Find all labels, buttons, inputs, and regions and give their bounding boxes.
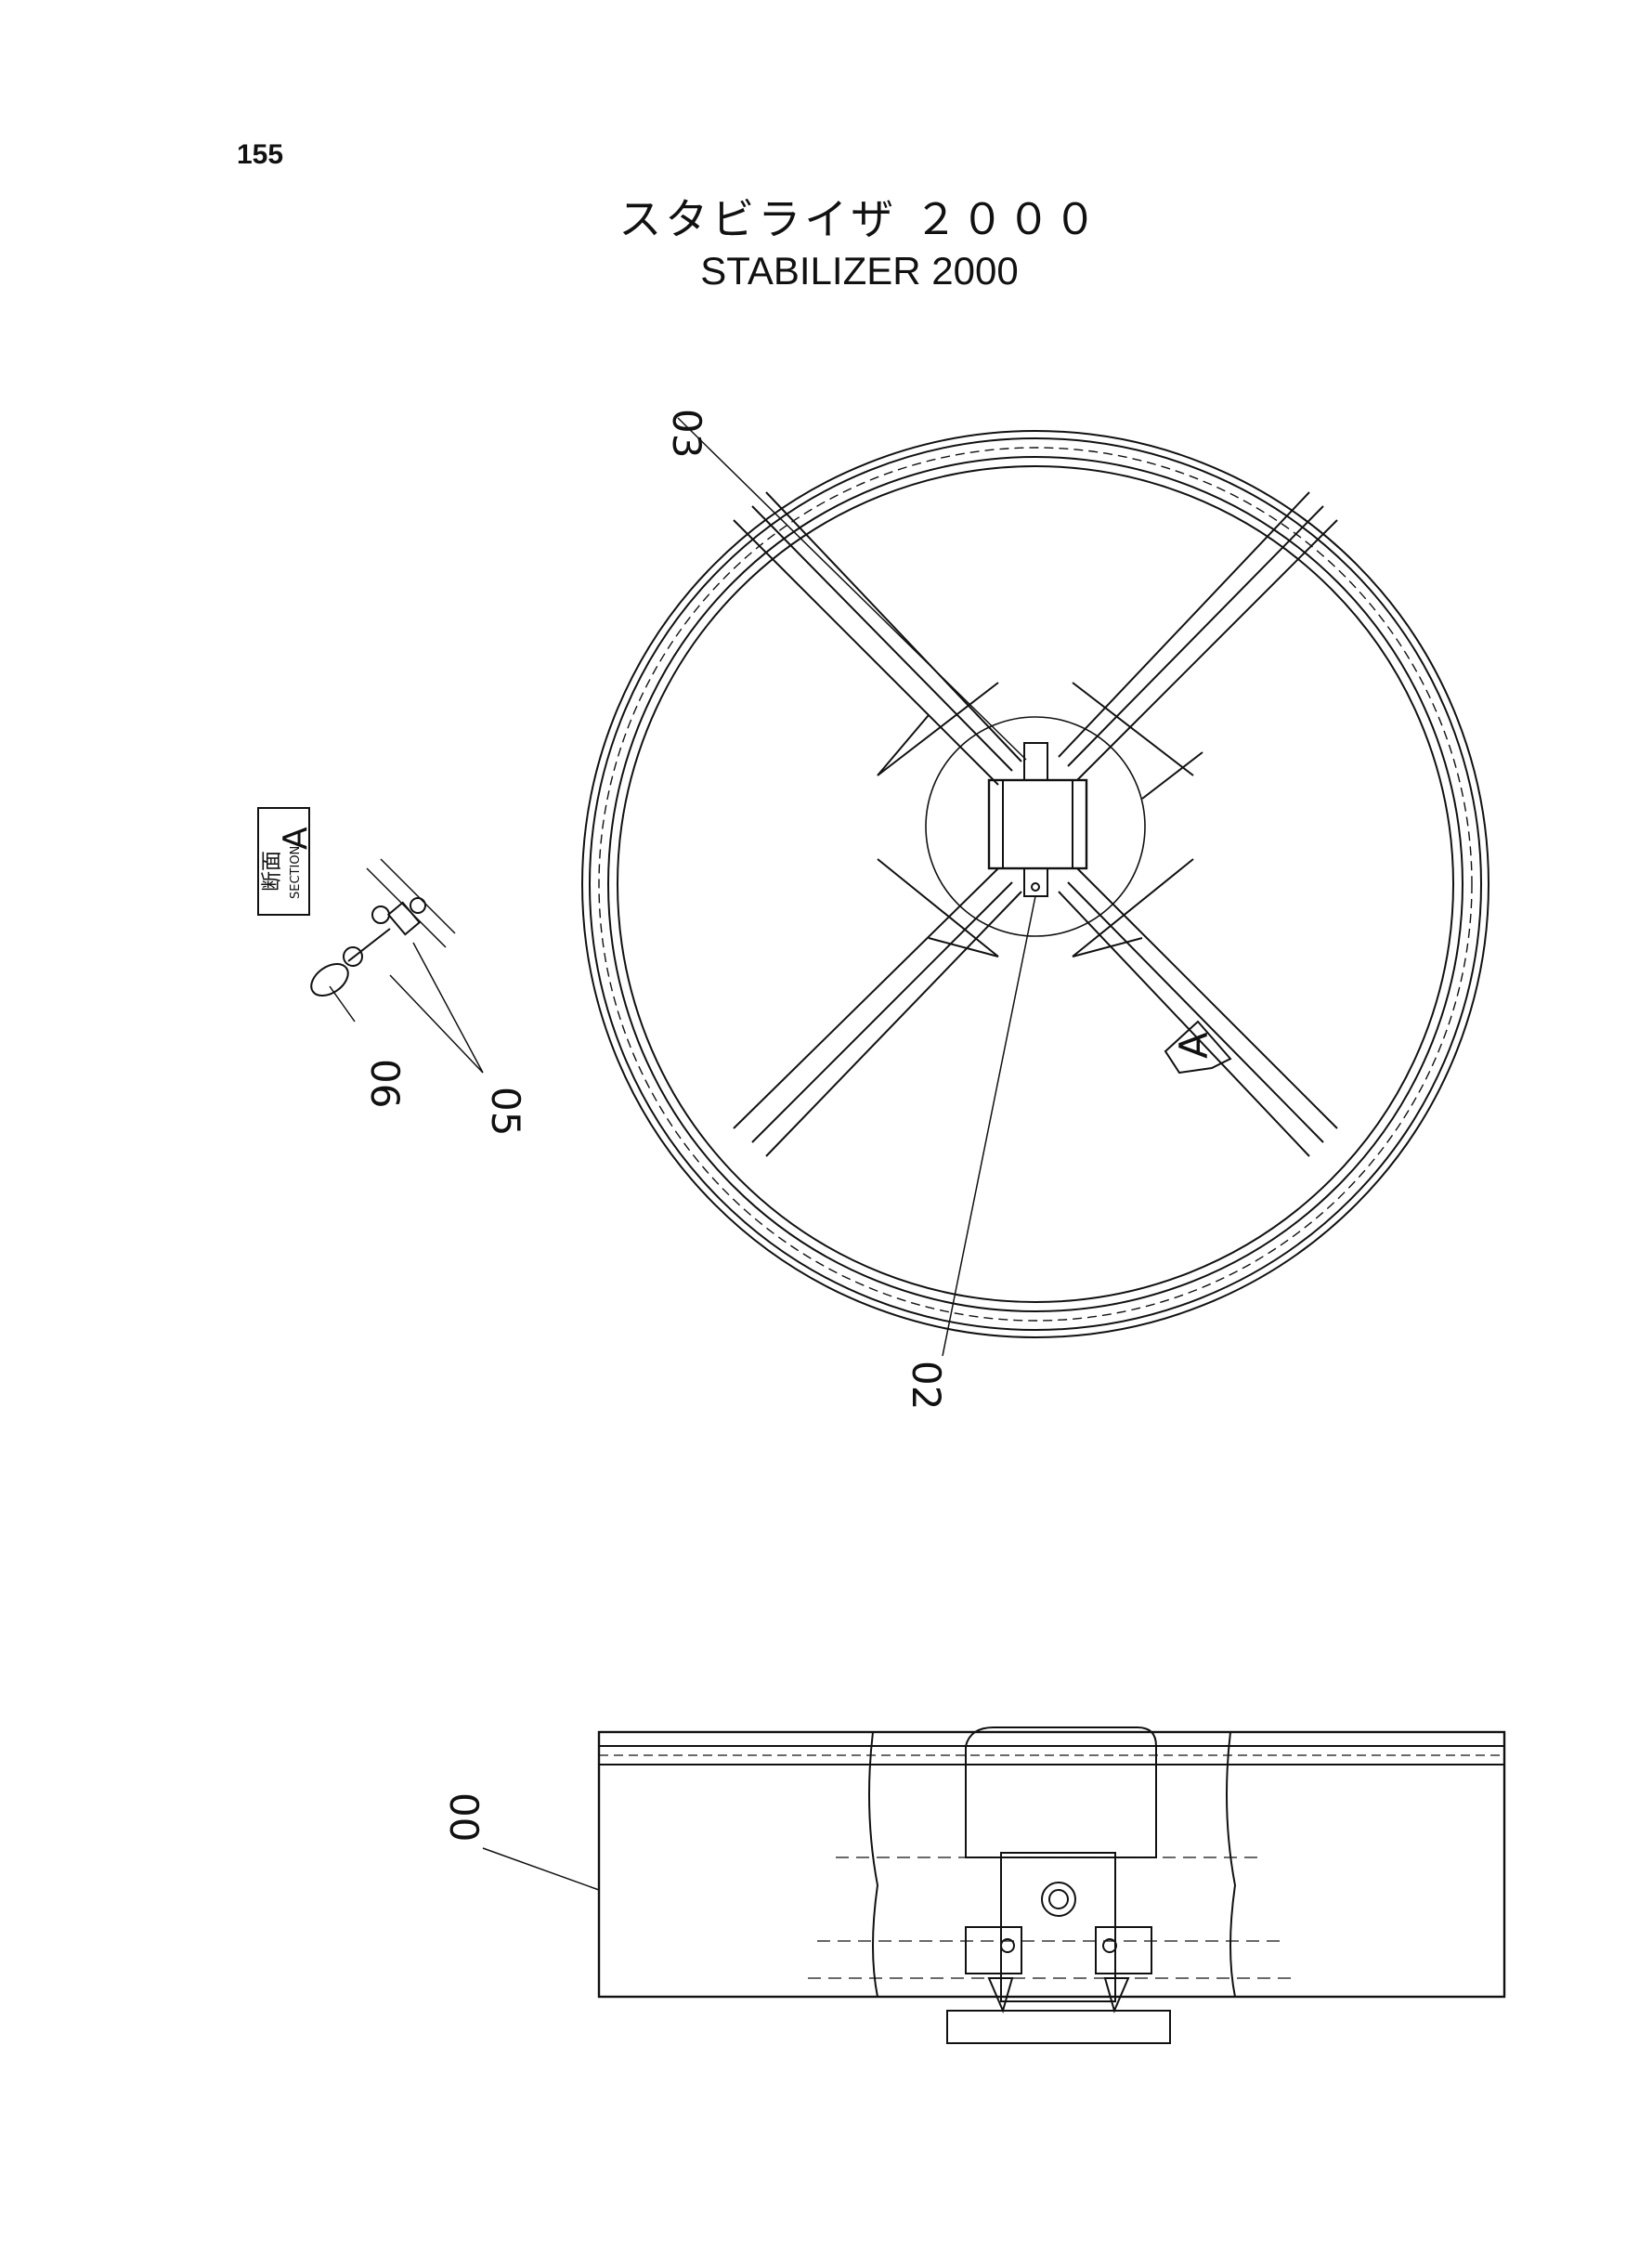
callout-02: 02 <box>904 1361 949 1410</box>
title-english: STABILIZER 2000 <box>700 249 1019 293</box>
section-kanji: 断面 <box>261 851 284 892</box>
wheel-top-view <box>581 430 1489 1338</box>
section-a-detail <box>310 858 456 997</box>
view-marker-letter: A <box>1171 1032 1216 1059</box>
section-letter: A <box>277 827 315 850</box>
page-number: 155 <box>237 139 284 170</box>
section-a-label: 断面 SECTION A <box>257 807 315 916</box>
callout-03: 03 <box>664 409 709 458</box>
wheel-side-view <box>597 1726 1506 2044</box>
section-small-label: SECTION <box>289 846 303 899</box>
callout-05: 05 <box>483 1087 528 1136</box>
callout-00: 00 <box>441 1792 487 1842</box>
title-japanese: スタビライザ ２０００ <box>618 194 1100 244</box>
callout-06: 06 <box>362 1059 408 1108</box>
